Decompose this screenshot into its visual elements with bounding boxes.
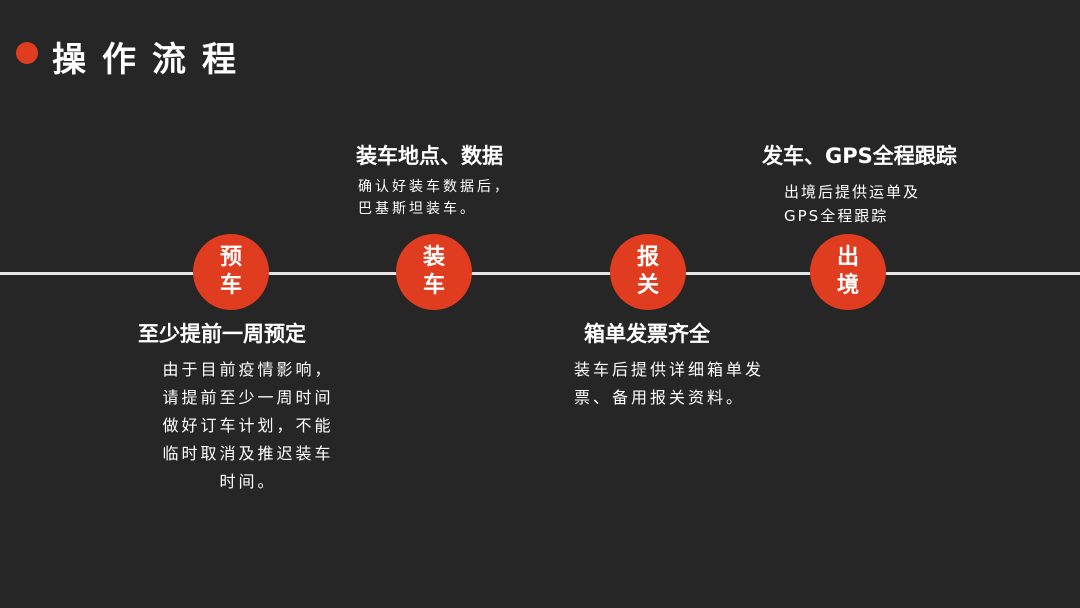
desc-line: 出境后提供运单及 bbox=[784, 183, 921, 201]
step-heading-booking: 至少提前一周预定 bbox=[138, 322, 306, 346]
title-bullet-icon bbox=[16, 42, 38, 64]
node-label-line1: 预 bbox=[219, 245, 242, 270]
step-heading-loading: 装车地点、数据 bbox=[356, 144, 503, 168]
desc-line: 票、备用报关资料。 bbox=[574, 388, 746, 407]
desc-line: 临时取消及推迟装车 bbox=[162, 444, 334, 463]
desc-line: 请提前至少一周时间 bbox=[162, 388, 334, 407]
desc-line: 时间。 bbox=[219, 472, 277, 491]
timeline-node-booking: 预 车 bbox=[193, 234, 269, 310]
node-label-line2: 车 bbox=[219, 273, 242, 298]
step-desc-exit: 出境后提供运单及 GPS全程跟踪 bbox=[784, 180, 920, 228]
node-label-line2: 车 bbox=[422, 273, 445, 298]
timeline-node-exit: 出 境 bbox=[810, 234, 886, 310]
node-label-line2: 境 bbox=[836, 273, 859, 298]
step-desc-loading: 确认好装车数据后， 巴基斯坦装车。 bbox=[358, 176, 511, 220]
timeline-line bbox=[0, 272, 1080, 275]
step-heading-exit: 发车、GPS全程跟踪 bbox=[762, 144, 957, 168]
timeline-node-customs: 报 关 bbox=[610, 234, 686, 310]
step-desc-booking: 由于目前疫情影响， 请提前至少一周时间 做好订车计划，不能 临时取消及推迟装车 … bbox=[138, 356, 358, 496]
desc-line: 装车后提供详细箱单发 bbox=[574, 360, 765, 379]
node-label-line1: 报 bbox=[636, 245, 659, 270]
desc-line: 做好订车计划，不能 bbox=[162, 416, 334, 435]
desc-line: GPS全程跟踪 bbox=[784, 207, 889, 225]
step-heading-customs: 箱单发票齐全 bbox=[584, 322, 710, 346]
desc-line: 确认好装车数据后， bbox=[358, 179, 511, 195]
desc-line: 巴基斯坦装车。 bbox=[358, 201, 477, 217]
node-label-line1: 装 bbox=[422, 245, 445, 270]
timeline-node-loading: 装 车 bbox=[396, 234, 472, 310]
page-title: 操作流程 bbox=[52, 40, 252, 80]
step-desc-customs: 装车后提供详细箱单发 票、备用报关资料。 bbox=[574, 356, 804, 412]
node-label-line1: 出 bbox=[836, 245, 859, 270]
desc-line: 由于目前疫情影响， bbox=[162, 360, 334, 379]
node-label-line2: 关 bbox=[636, 273, 659, 298]
